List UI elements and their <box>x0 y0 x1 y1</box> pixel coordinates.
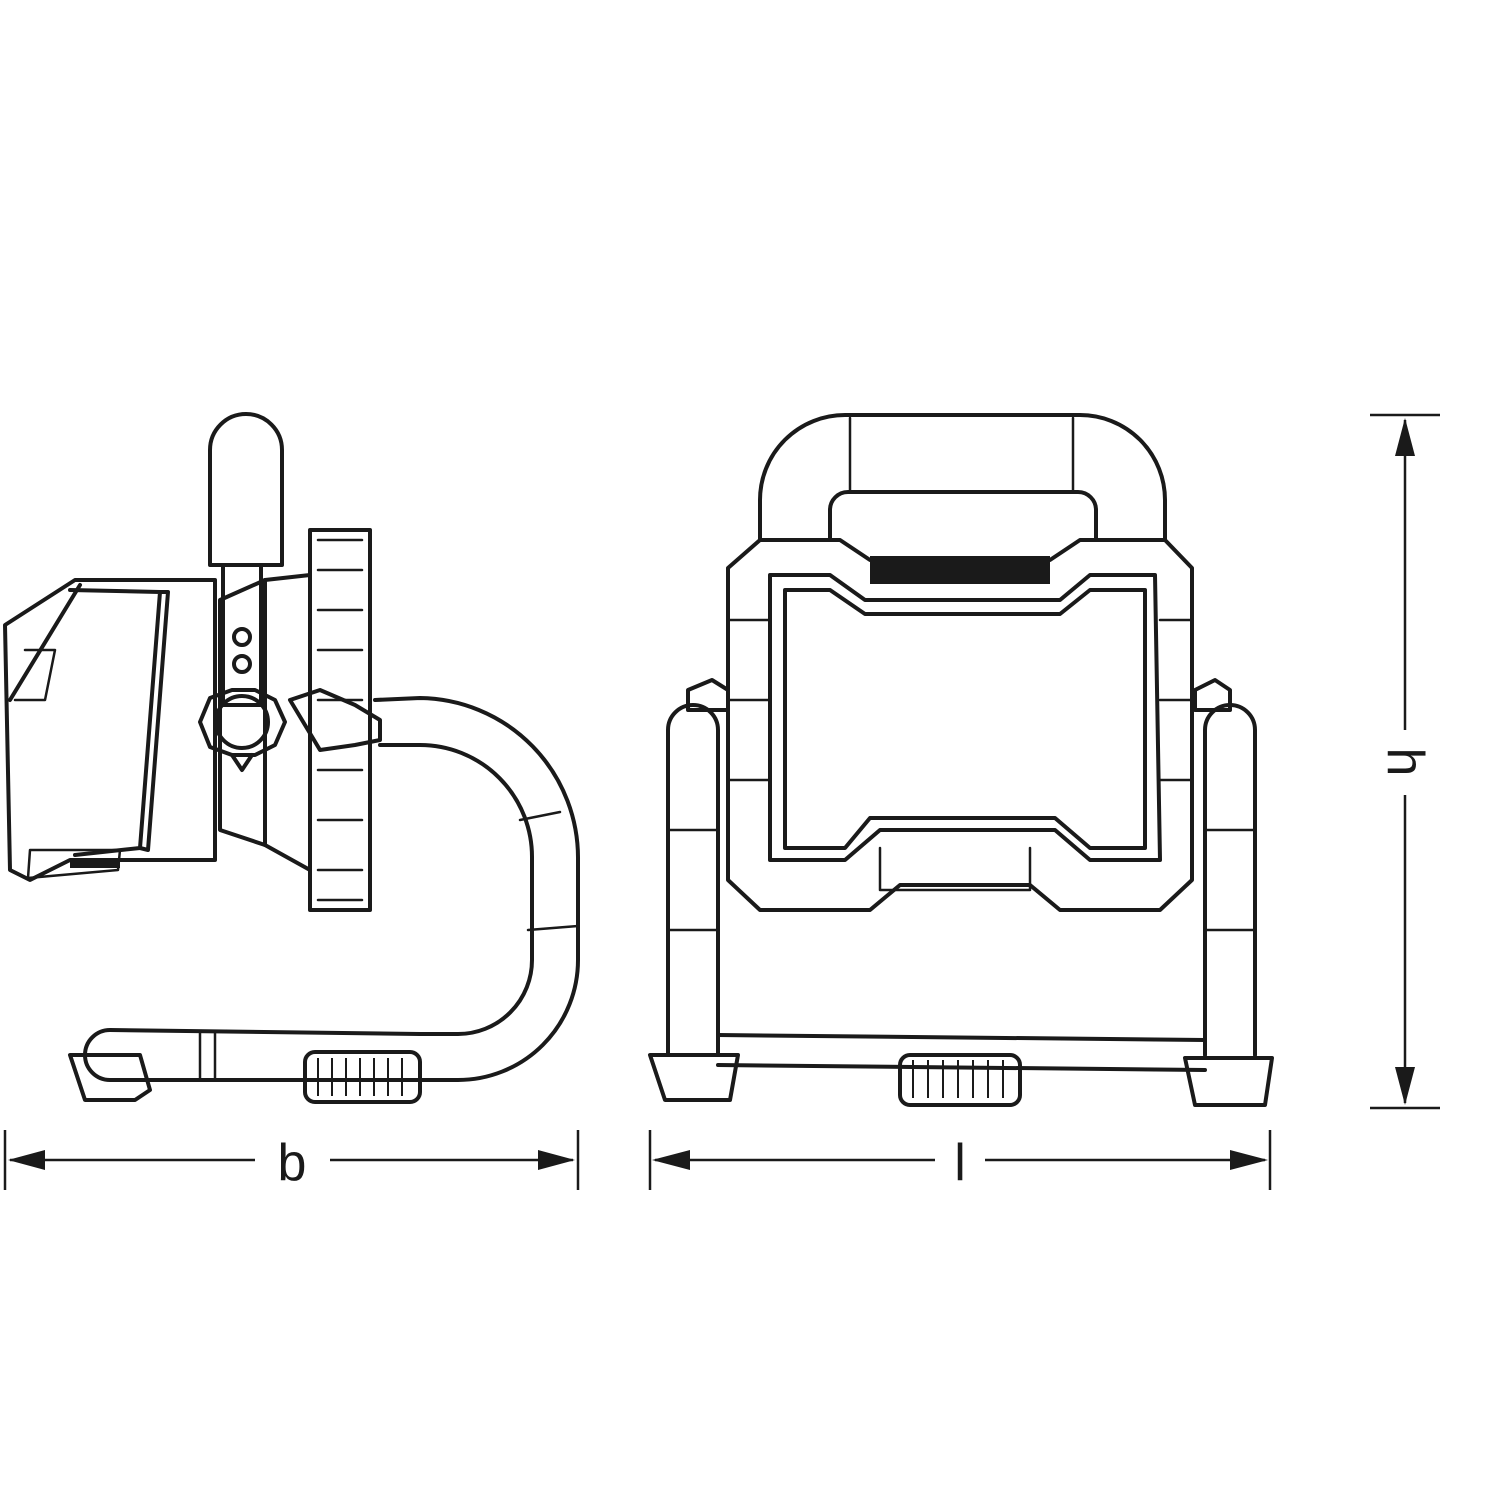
side-view <box>3 412 581 1104</box>
front-view <box>648 413 1274 1107</box>
dimension-h: h <box>1370 413 1440 1110</box>
length-label: l <box>954 1134 966 1192</box>
side-handle <box>208 412 284 707</box>
dimension-l: l <box>648 1130 1272 1192</box>
adjustment-knob <box>198 688 287 772</box>
dimension-b: b <box>3 1130 580 1192</box>
lamp-head-profile <box>218 528 382 912</box>
front-stand <box>648 678 1274 1107</box>
lamp-housing <box>726 538 1194 912</box>
height-label: h <box>1376 748 1434 777</box>
front-handle <box>758 413 1167 542</box>
side-stand <box>68 696 581 1104</box>
battery-pack <box>3 578 217 882</box>
depth-label: b <box>278 1134 307 1192</box>
